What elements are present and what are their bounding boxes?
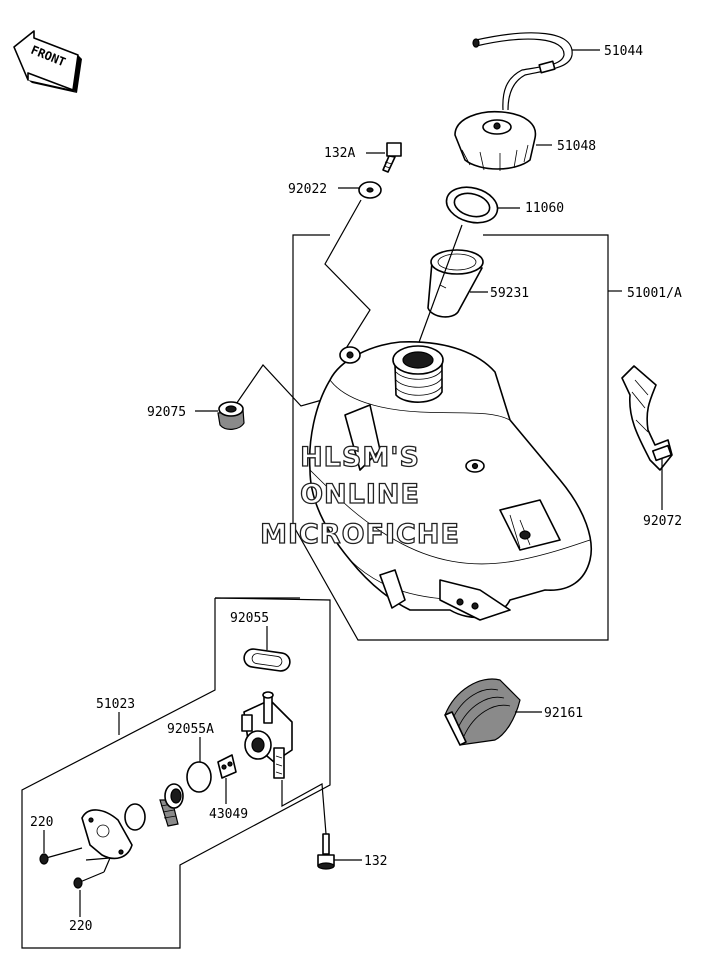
rubber-band-icon	[621, 365, 673, 471]
part-label-132: 132	[364, 854, 387, 869]
part-label-220-top: 220	[30, 815, 53, 830]
fuel-tank-frame	[292, 234, 609, 641]
screw-icon	[39, 847, 111, 889]
flange-bolt-icon	[317, 833, 335, 870]
strainer-gasket-icon	[243, 648, 291, 672]
plate-icon	[217, 754, 237, 779]
bolt-icon	[382, 142, 402, 173]
gasket-icon	[445, 186, 499, 224]
fuel-cock-icon	[241, 691, 293, 779]
small-o-ring-icon	[124, 803, 146, 831]
front-arrow-icon: FRONT	[13, 30, 82, 93]
part-label-59231: 59231	[490, 286, 529, 301]
part-label-51044: 51044	[604, 44, 643, 59]
part-label-51023: 51023	[96, 697, 135, 712]
part-label-92161: 92161	[544, 706, 583, 721]
part-label-92072: 92072	[643, 514, 682, 529]
fuel-filter-icon	[427, 249, 484, 318]
grommet-icon	[217, 401, 245, 430]
watermark-line-3: MICROFICHE	[260, 519, 460, 550]
part-label-43049: 43049	[209, 807, 248, 822]
part-label-51048: 51048	[557, 139, 596, 154]
part-label-92055A: 92055A	[167, 722, 214, 737]
fuel-tank-icon	[308, 341, 592, 621]
part-label-220-bottom: 220	[69, 919, 92, 934]
part-label-132A: 132A	[324, 146, 355, 161]
part-label-92022: 92022	[288, 182, 327, 197]
part-label-11060: 11060	[525, 201, 564, 216]
strainer-icon	[159, 783, 184, 827]
cover-plate-icon	[81, 809, 133, 860]
o-ring-icon	[186, 761, 212, 793]
fuel-cap-icon	[454, 110, 537, 171]
fuel-cock-frame	[21, 597, 331, 949]
fuel-hose-icon	[472, 32, 573, 111]
watermark-line-2: ONLINE	[300, 479, 420, 510]
part-label-51001A: 51001/A	[627, 286, 682, 301]
watermark-line-1: HLSM'S	[300, 442, 420, 473]
part-label-92075: 92075	[147, 405, 186, 420]
part-label-92055: 92055	[230, 611, 269, 626]
rubber-pad-icon	[444, 678, 521, 746]
watermark: HLSM'S ONLINE MICROFICHE	[259, 441, 460, 550]
